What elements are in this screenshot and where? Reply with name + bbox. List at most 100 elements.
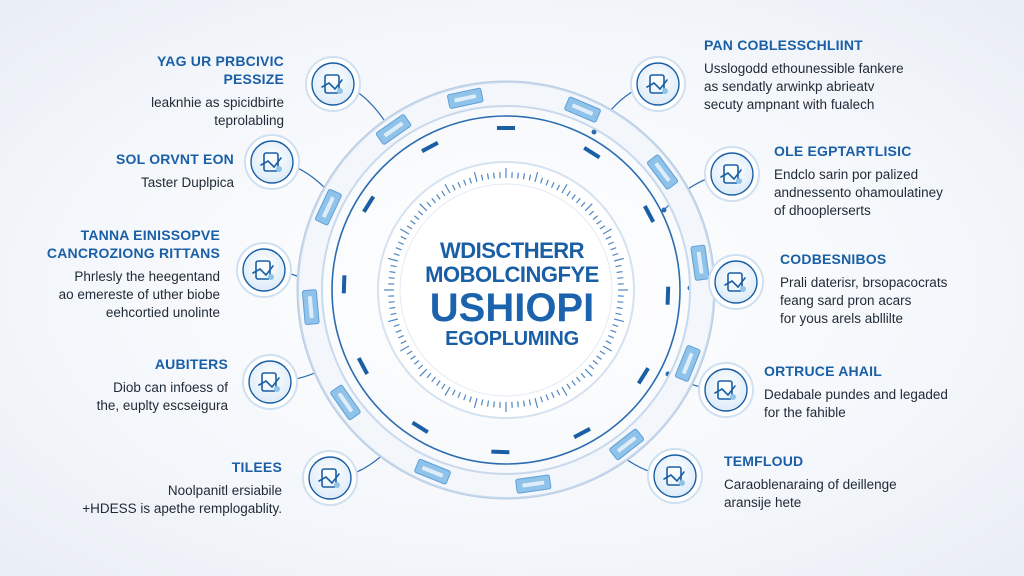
left-item-2: SOL ORVNT EON Taster Duplpica (0, 150, 234, 192)
tick-mark (580, 201, 586, 208)
item-description: Noolpanitl ersiabile +HDESS is apethe re… (82, 483, 282, 516)
ring-arrow (497, 126, 515, 130)
item-description: Prali daterisr, brsopacocrats feang sard… (780, 275, 948, 326)
hand-phone-icon (630, 56, 686, 112)
tick-mark (561, 386, 568, 396)
tick-mark (610, 329, 617, 333)
item-description: Endclo sarin por palized andnessento oha… (774, 167, 943, 218)
tick-mark (588, 364, 595, 370)
ring-arrow (636, 367, 650, 385)
search-icon (242, 354, 298, 410)
badge-text-mark (454, 94, 477, 103)
tick-mark (592, 215, 599, 220)
tick-mark (393, 324, 400, 328)
presenter-icon (708, 254, 764, 310)
tick-mark (468, 177, 472, 184)
tick-mark (451, 184, 456, 191)
tick-mark (545, 394, 549, 401)
item-title: OLE EGPTARTLISIC (774, 143, 912, 159)
ring-badge (515, 474, 552, 494)
icon-glyph-accent (740, 286, 746, 292)
tick-mark (534, 398, 539, 408)
ring-badge (375, 114, 412, 145)
tick-mark (588, 210, 595, 216)
badge-text-mark (307, 296, 314, 319)
item-title: PAN COBLESSCHLIINT (704, 37, 863, 53)
ring-badge (647, 154, 679, 190)
icon-glyph-stroke (260, 157, 282, 169)
ring-arrow (665, 286, 671, 305)
ring-badge (690, 244, 710, 281)
tick-mark (410, 220, 416, 225)
tick-mark (614, 318, 624, 323)
icon-glyph-stroke (663, 471, 685, 483)
icon-disc (710, 152, 754, 196)
ring-badge (564, 96, 601, 123)
left-item-3: TANNA EINISSOPVE CANCROZIONG RITTANS Phr… (0, 226, 220, 322)
tick-mark (400, 228, 410, 235)
arrow-dash (497, 126, 515, 130)
inner-disc (377, 161, 635, 419)
left-item-4: AUBITERS Diob can infoess of the, euplty… (0, 355, 228, 415)
center-title-main: USHIOPI (429, 286, 595, 330)
icon-disc (250, 140, 294, 184)
item-title: TEMFLOUD (724, 453, 804, 469)
ring-arrows (341, 126, 671, 455)
target-icon (302, 450, 358, 506)
tick-mark (610, 247, 617, 251)
user-laptop-icon (704, 146, 760, 202)
tick-mark (388, 318, 398, 323)
tick-mark (419, 203, 428, 212)
tick-mark (388, 301, 395, 303)
ring-badge (301, 289, 320, 325)
arrow-dash (573, 427, 591, 440)
tick-mark (517, 172, 519, 179)
item-title: TANNA EINISSOPVE CANCROZIONG RITTANS (46, 227, 220, 261)
item-title: AUBITERS (154, 356, 228, 372)
dashboard-icon (236, 242, 292, 298)
inner-circle (377, 161, 635, 419)
tick-mark (617, 301, 624, 303)
icon-disc (636, 62, 680, 106)
tick-mark (410, 355, 416, 360)
tick-mark (426, 372, 432, 379)
ring-arrow (643, 205, 656, 223)
icon-glyph-stroke (724, 277, 746, 289)
tick-mark (584, 368, 593, 377)
icon-glyph-accent (334, 482, 340, 488)
icon-disc (704, 368, 748, 412)
icon-disc (242, 248, 286, 292)
connector-dot (591, 129, 597, 135)
ring-arrow (491, 449, 510, 455)
tick-mark (602, 228, 612, 235)
icon-glyph-accent (268, 274, 274, 280)
ring-arrow (411, 420, 429, 434)
arrow-dash (636, 367, 650, 385)
tick-mark (576, 376, 581, 383)
tick-mark (451, 389, 456, 396)
ring-arrow (362, 195, 376, 213)
badge-text-mark (337, 392, 354, 413)
tick-mark (397, 241, 404, 245)
icon-glyph-accent (736, 178, 742, 184)
tick-mark (608, 241, 615, 245)
tick-mark (390, 264, 397, 268)
tick-mark (566, 190, 571, 197)
tick-mark (436, 194, 441, 200)
icon-glyph-accent (274, 386, 280, 392)
tick-mark (444, 184, 451, 194)
tick-mark (473, 172, 478, 182)
tick-mark (566, 383, 571, 390)
tick-mark (393, 252, 400, 256)
center-title-line-2: MOBOLCINGFYE (425, 262, 599, 287)
arrow-dash (356, 357, 369, 375)
tick-mark (413, 360, 420, 365)
tick-mark (480, 399, 484, 406)
badge-text-mark (696, 251, 704, 274)
tick-mark (528, 174, 532, 181)
item-description: Caraoblenaraing of deillenge aransije he… (724, 477, 897, 510)
shield-check-icon (647, 448, 703, 504)
icon-glyph-accent (679, 480, 685, 486)
tick-mark (596, 220, 602, 225)
tick-mark (441, 383, 446, 390)
